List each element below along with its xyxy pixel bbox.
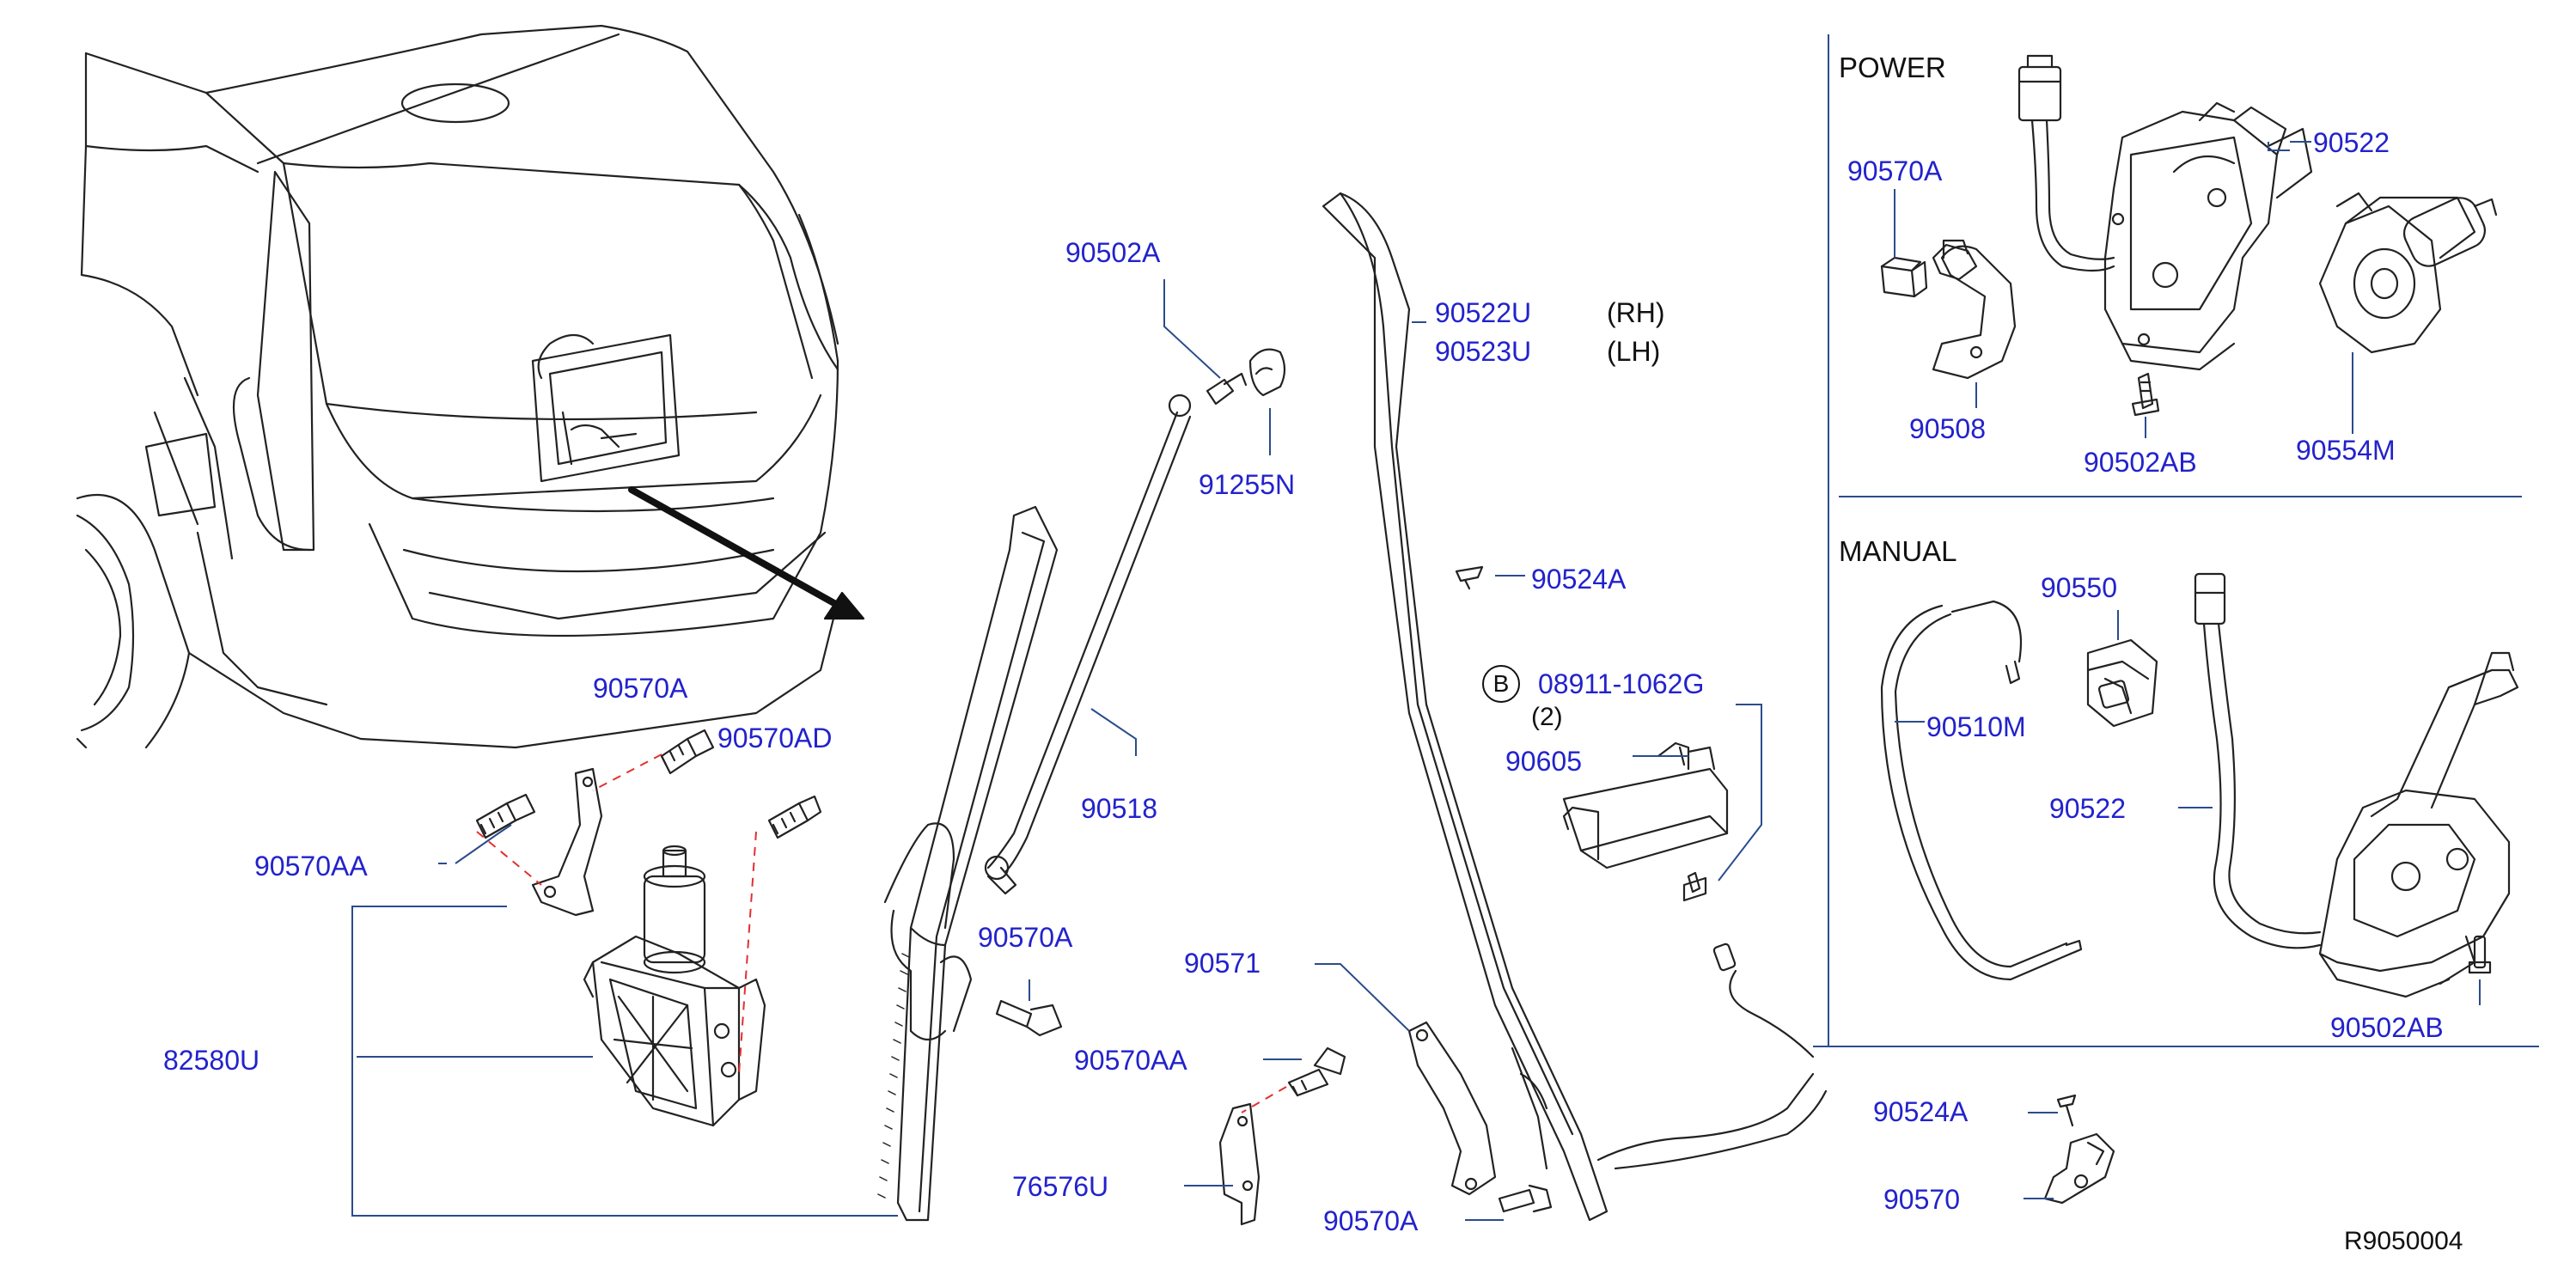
dashed-guides — [476, 753, 1287, 1113]
part-label[interactable]: 90550 — [2041, 572, 2117, 603]
part-label[interactable]: 90570A — [593, 673, 688, 704]
quantity-note: (2) — [1531, 703, 1563, 731]
part-label[interactable]: 08911-1062G — [1538, 668, 1705, 699]
reference-badge: B — [1482, 665, 1520, 703]
manual-latch-assembly — [2194, 572, 2519, 998]
part-label[interactable]: 90508 — [1909, 413, 1986, 444]
part-label[interactable]: 90518 — [1081, 793, 1157, 824]
channel-90522u — [1322, 192, 1608, 1222]
part-label[interactable]: 90522 — [2049, 793, 2126, 824]
motor-assembly — [583, 845, 766, 1127]
part-label[interactable]: 90554M — [2296, 435, 2396, 466]
part-label[interactable]: 90570AA — [254, 851, 368, 882]
handle-90605 — [1562, 741, 1729, 902]
part-label[interactable]: 90502AB — [2084, 447, 2197, 478]
part-label[interactable]: 90570AA — [1074, 1045, 1187, 1076]
motor-bracket — [531, 767, 603, 917]
pin-90524a-top — [1455, 565, 1484, 590]
arrow-indicator — [628, 486, 865, 620]
part-label[interactable]: 90571 — [1184, 948, 1261, 979]
part-label[interactable]: 90502AB — [2330, 1012, 2444, 1043]
rod-90518 — [984, 393, 1192, 895]
ball-socket — [1206, 348, 1286, 406]
part-label[interactable]: 90570 — [1883, 1184, 1960, 1215]
part-label[interactable]: 90522 — [2313, 127, 2390, 158]
bolts-left — [475, 729, 822, 839]
vehicle-illustration — [76, 24, 839, 749]
part-label[interactable]: 90570A — [1847, 156, 1943, 186]
side-note: (LH) — [1607, 336, 1661, 367]
part-label[interactable]: 90570AD — [717, 723, 833, 753]
diagram-code: R9050004 — [2344, 1227, 2463, 1255]
part-label[interactable]: 90522U — [1435, 297, 1532, 328]
lower-cable — [1596, 943, 1828, 1170]
pin-plate-bottom — [2043, 1094, 2115, 1205]
power-motor-90554m — [2318, 192, 2498, 354]
regulator-rail — [877, 505, 1059, 1222]
power-bracket-90508 — [1932, 239, 2017, 380]
part-label[interactable]: 90605 — [1505, 746, 1582, 777]
part-label[interactable]: 76576U — [1012, 1171, 1109, 1202]
section-title-manual: MANUAL — [1839, 535, 1957, 567]
part-label[interactable]: 90523U — [1435, 336, 1532, 367]
side-note: (RH) — [1607, 297, 1665, 328]
part-label[interactable]: 90524A — [1531, 564, 1627, 595]
part-label[interactable]: 90570A — [1323, 1205, 1419, 1236]
part-label[interactable]: 90502A — [1065, 237, 1161, 268]
part-label[interactable]: 90570A — [978, 922, 1073, 953]
power-latch-assembly — [2017, 54, 2313, 371]
part-label[interactable]: 90510M — [1926, 711, 2026, 742]
manual-actuator-90550 — [2086, 638, 2158, 728]
part-label[interactable]: 90524A — [1873, 1096, 1969, 1127]
bracket-90571 — [1407, 1021, 1497, 1196]
bracket-76576u — [1218, 1102, 1261, 1226]
bolts-mid — [995, 999, 1553, 1213]
power-bolts — [1880, 256, 2160, 417]
section-title-power: POWER — [1839, 52, 1946, 83]
manual-cable-90510m — [1880, 600, 2083, 981]
part-label[interactable]: 91255N — [1199, 469, 1296, 500]
leader-lines — [351, 34, 2539, 1221]
part-label[interactable]: 82580U — [163, 1045, 260, 1076]
